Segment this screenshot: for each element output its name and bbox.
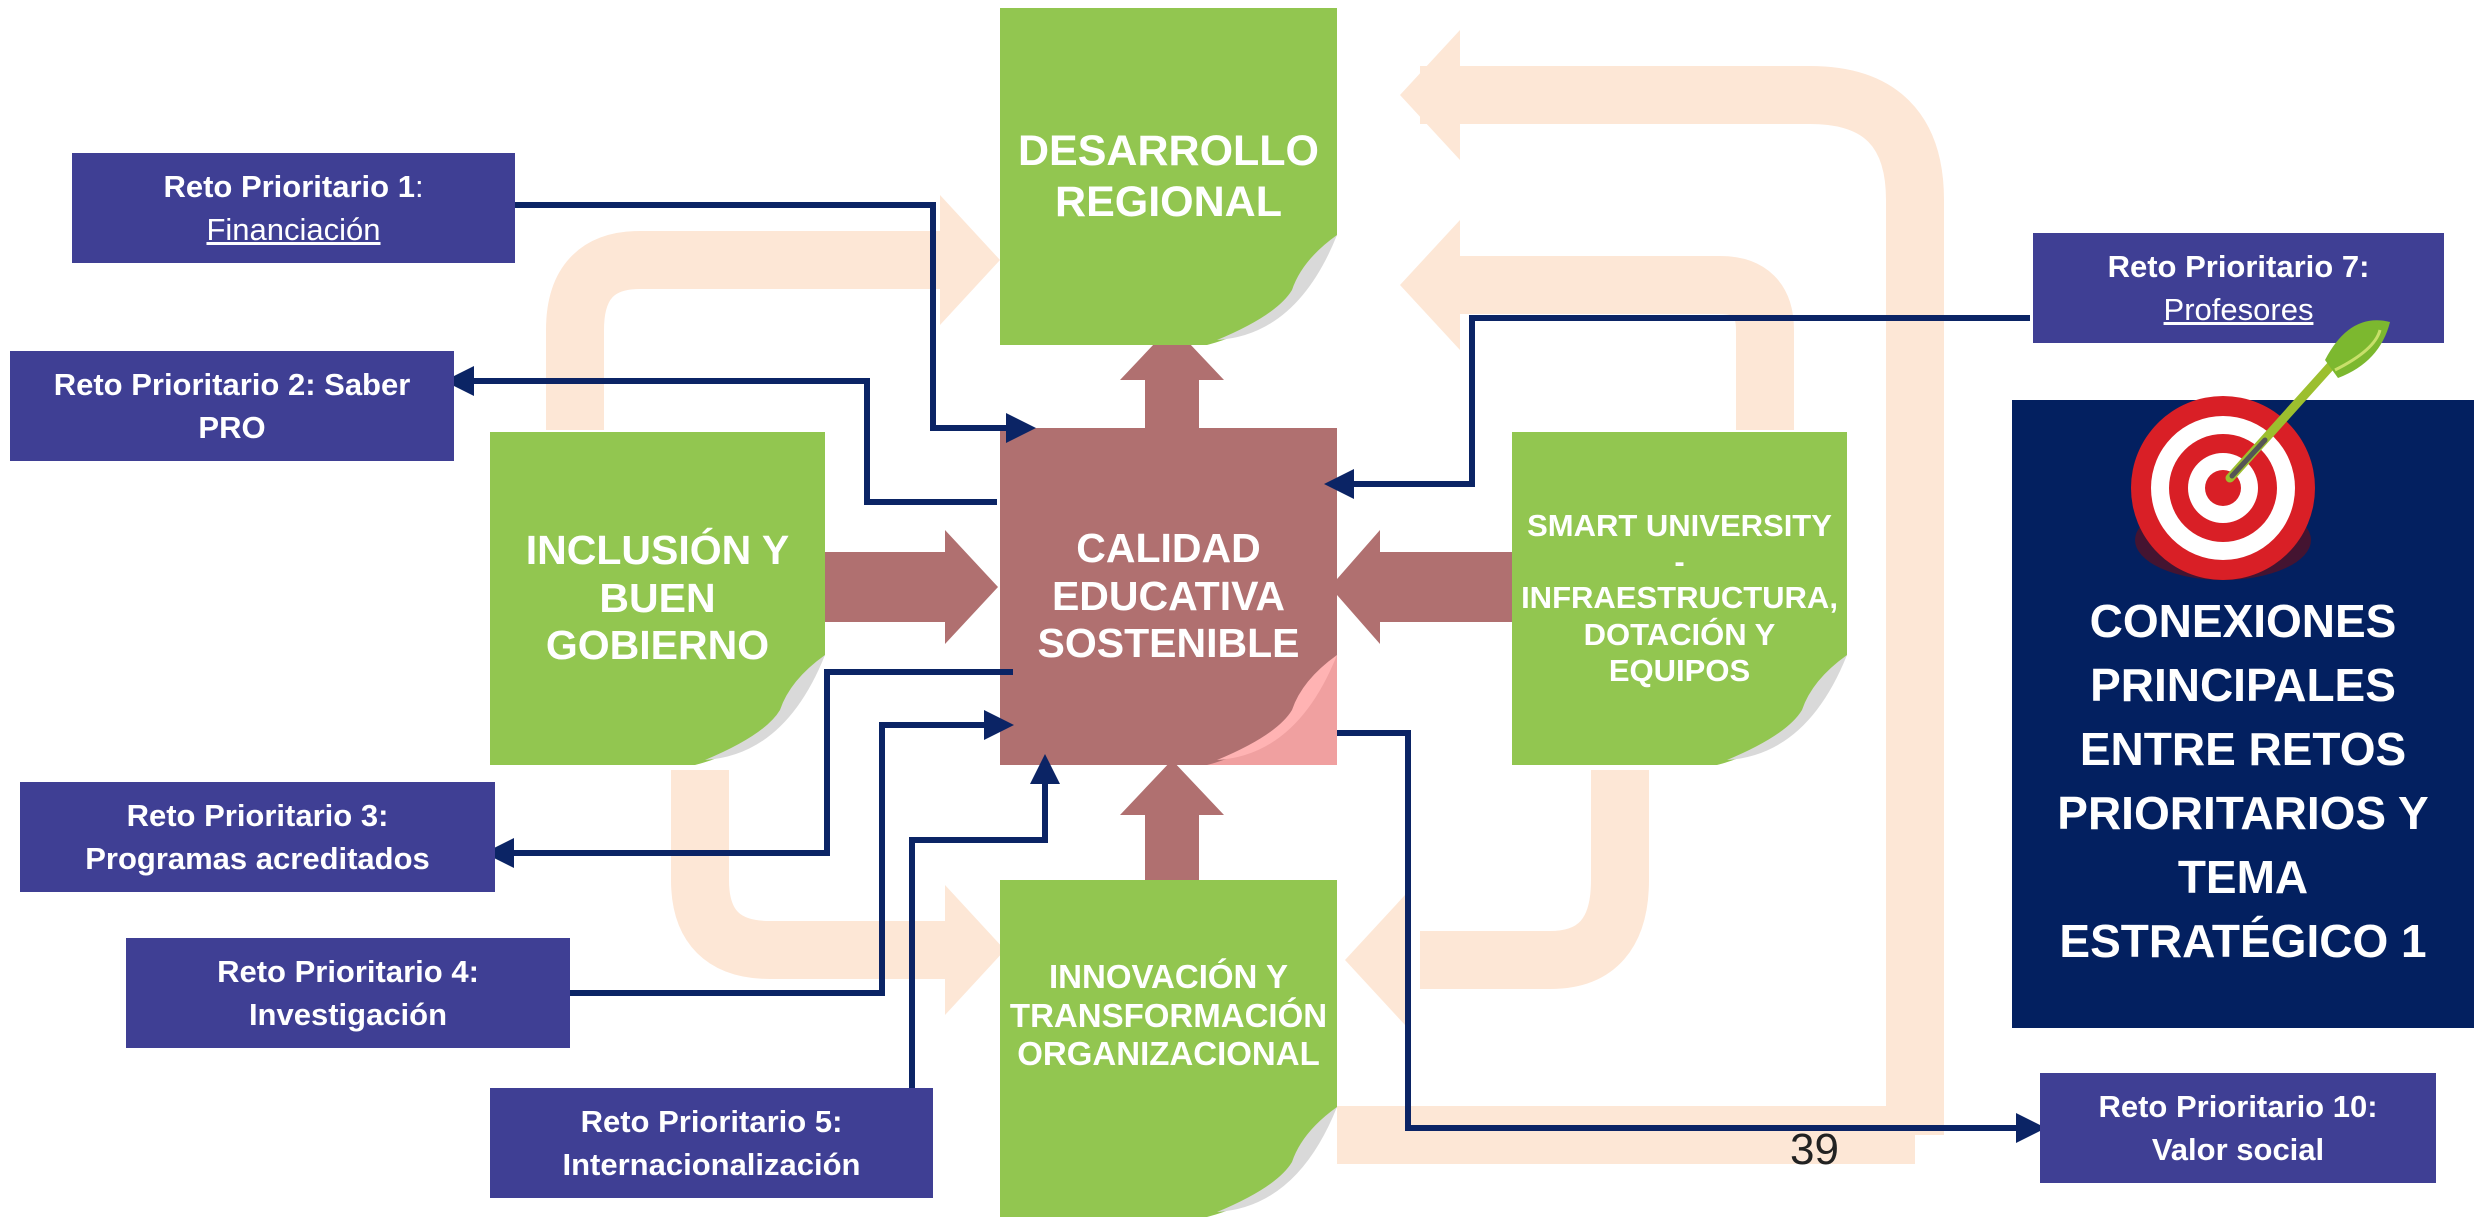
arrow-smart-to-center xyxy=(1330,530,1512,644)
peach-arrowhead-inner xyxy=(1400,220,1460,350)
reto-prioritario-2: Reto Prioritario 2: Saber PRO xyxy=(10,351,454,461)
reto-prioritario-5: Reto Prioritario 5: Internacionalización xyxy=(490,1088,933,1198)
arrow-center-to-desarrollo xyxy=(1120,325,1224,428)
peach-outer-loop xyxy=(1420,66,1944,1135)
reto-1-title: Reto Prioritario 1 xyxy=(163,168,415,204)
peach-arrowhead-lower-left xyxy=(945,885,1005,1015)
box-innovacion-label: INNOVACIÓN Y TRANSFORMACIÓN ORGANIZACION… xyxy=(1009,958,1328,1073)
box-inclusion-buen-gobierno: INCLUSIÓN Y BUEN GOBIERNO xyxy=(490,432,825,765)
connector-reto5-to-calidad xyxy=(909,754,1060,1088)
reto-7-title: Reto Prioritario 7: xyxy=(2107,248,2370,284)
reto-3-line1: Reto Prioritario 3: xyxy=(126,797,389,833)
reto-4-line2: Investigación xyxy=(248,997,448,1032)
reto-5-line2: Internacionalización xyxy=(562,1147,861,1182)
reto-2-line2: PRO xyxy=(198,410,266,445)
box-calidad-label: CALIDAD EDUCATIVA SOSTENIBLE xyxy=(1037,524,1300,667)
peach-arrowhead-left xyxy=(940,195,1000,325)
connector-reto4-to-calidad xyxy=(570,710,1014,996)
page-curl-icon xyxy=(1717,655,1847,765)
reto-7-topic: Profesores xyxy=(2163,292,2314,327)
reto-2-line1: Reto Prioritario 2: Saber xyxy=(53,366,411,402)
box-innovacion: INNOVACIÓN Y TRANSFORMACIÓN ORGANIZACION… xyxy=(1000,880,1337,1217)
reto-1-topic: Financiación xyxy=(206,212,381,247)
reto-prioritario-1: Reto Prioritario 1: Financiación xyxy=(72,153,515,263)
connector-calidad-to-reto2 xyxy=(444,366,997,505)
peach-inner-loop xyxy=(1430,256,1794,430)
reto-10-line1: Reto Prioritario 10: xyxy=(2098,1088,2378,1124)
box-smart-label: SMART UNIVERSITY - INFRAESTRUCTURA, DOTA… xyxy=(1521,507,1838,688)
box-calidad-educativa: CALIDAD EDUCATIVA SOSTENIBLE xyxy=(1000,428,1337,765)
box-desarrollo-regional: DESARROLLO REGIONAL xyxy=(1000,8,1337,345)
reto-1-title-line: Reto Prioritario 1: xyxy=(82,165,505,208)
connector-calidad-to-reto3 xyxy=(484,669,1013,868)
reto-3-line2: Programas acreditados xyxy=(85,841,430,876)
page-curl-icon xyxy=(695,655,825,765)
box-smart-university: SMART UNIVERSITY - INFRAESTRUCTURA, DOTA… xyxy=(1512,432,1847,765)
page-curl-icon xyxy=(1207,235,1337,345)
box-inclusion-label: INCLUSIÓN Y BUEN GOBIERNO xyxy=(525,526,790,669)
peach-lower-right-loop xyxy=(1420,770,1649,989)
reto-4-line1: Reto Prioritario 4: xyxy=(217,953,479,989)
peach-arrowhead-outer xyxy=(1400,30,1460,160)
reto-prioritario-3: Reto Prioritario 3: Programas acreditado… xyxy=(20,782,495,892)
page-curl-icon xyxy=(1207,1107,1337,1217)
connector-reto7-to-calidad xyxy=(1324,315,2030,499)
summary-title: CONEXIONES PRINCIPALES ENTRE RETOS PRIOR… xyxy=(2057,595,2429,967)
page-number: 39 xyxy=(1790,1125,1839,1174)
arrow-innovacion-to-center xyxy=(1120,760,1224,880)
reto-prioritario-4: Reto Prioritario 4: Investigación xyxy=(126,938,570,1048)
reto-1-colon: : xyxy=(414,168,424,204)
connector-calidad-to-reto10 xyxy=(1337,730,2046,1143)
reto-5-line1: Reto Prioritario 5: xyxy=(580,1103,843,1139)
arrow-inclusion-to-center xyxy=(825,530,998,644)
box-desarrollo-label: DESARROLLO REGIONAL xyxy=(1018,127,1319,226)
peach-arrowhead-lower-right xyxy=(1345,895,1405,1025)
reto-10-line2: Valor social xyxy=(2151,1132,2325,1167)
peach-left-loop xyxy=(546,231,960,430)
reto-prioritario-7: Reto Prioritario 7: Profesores xyxy=(2033,233,2444,343)
connector-reto1-to-calidad xyxy=(515,202,1036,443)
reto-prioritario-10: Reto Prioritario 10: Valor social xyxy=(2040,1073,2436,1183)
summary-panel: CONEXIONES PRINCIPALES ENTRE RETOS PRIOR… xyxy=(2012,400,2474,1028)
peach-lower-left-loop xyxy=(671,770,960,979)
page-curl-icon xyxy=(1207,655,1337,765)
